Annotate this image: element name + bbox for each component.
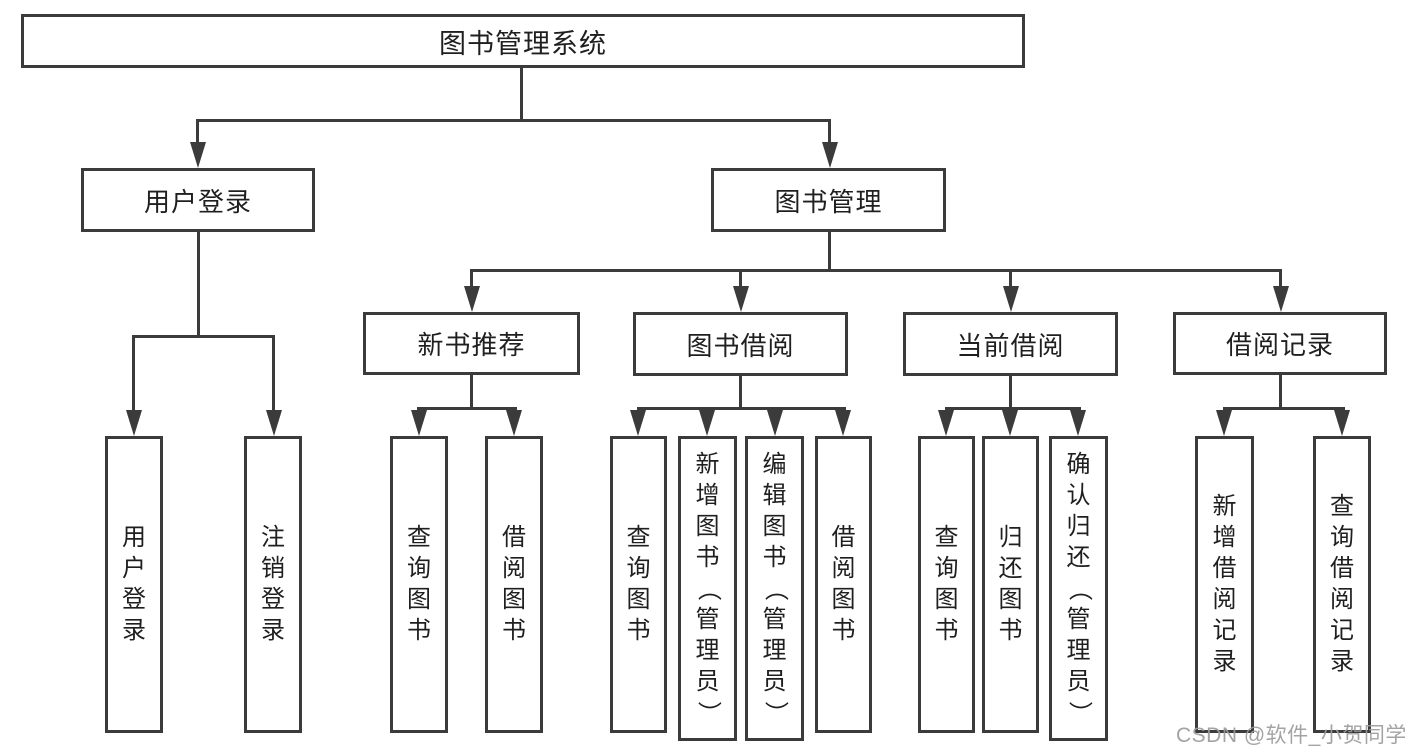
arrow-down-icon	[1334, 410, 1350, 436]
connector-line	[828, 119, 831, 145]
leaf-edit-book-admin: 编辑图书（管理员）	[745, 436, 804, 741]
leaf-query-borrow-record: 查询借阅记录	[1313, 436, 1371, 733]
node-borrow-records: 借阅记录	[1173, 312, 1387, 375]
connector-line	[197, 232, 200, 338]
node-book-management: 图书管理	[711, 168, 946, 232]
leaf-query-books-current: 查询图书	[918, 436, 975, 733]
arrow-down-icon	[126, 410, 142, 436]
connector-line	[1279, 269, 1282, 288]
node-library-system: 图书管理系统	[21, 14, 1025, 68]
connector-line	[470, 269, 473, 288]
connector-line	[637, 407, 846, 410]
connector-line	[739, 269, 742, 288]
arrow-down-icon	[1216, 410, 1232, 436]
connector-line	[470, 269, 1281, 272]
arrow-down-icon	[938, 410, 954, 436]
arrow-down-icon	[822, 142, 838, 168]
arrow-down-icon	[464, 286, 480, 312]
arrow-down-icon	[1070, 410, 1086, 436]
leaf-user-login: 用户登录	[105, 436, 163, 733]
arrow-down-icon	[767, 410, 783, 436]
arrow-down-icon	[835, 410, 851, 436]
arrow-down-icon	[266, 410, 282, 436]
connector-line	[417, 407, 517, 410]
leaf-query-books-recommend: 查询图书	[390, 436, 448, 733]
leaf-add-book-admin: 新增图书（管理员）	[678, 436, 737, 741]
leaf-borrow-books-recommend: 借阅图书	[485, 436, 543, 733]
arrow-down-icon	[1002, 410, 1018, 436]
arrow-down-icon	[699, 410, 715, 436]
node-current-borrow: 当前借阅	[903, 312, 1118, 376]
node-new-book-recommend: 新书推荐	[363, 312, 580, 375]
connector-line	[1223, 407, 1345, 410]
connector-line	[520, 68, 523, 120]
leaf-borrow-books-borrow: 借阅图书	[815, 436, 872, 733]
arrow-down-icon	[733, 286, 749, 312]
connector-line	[739, 375, 742, 410]
leaf-logout: 注销登录	[244, 436, 302, 733]
leaf-confirm-return-admin: 确认归还（管理员）	[1049, 436, 1108, 741]
connector-line	[470, 375, 473, 410]
node-book-borrow: 图书借阅	[633, 312, 848, 376]
connector-line	[132, 335, 275, 338]
arrow-down-icon	[411, 410, 427, 436]
arrow-down-icon	[630, 410, 646, 436]
connector-line	[1279, 375, 1282, 410]
connector-line	[196, 119, 199, 145]
connector-line	[1009, 269, 1012, 288]
arrow-down-icon	[506, 410, 522, 436]
leaf-query-books-borrow: 查询图书	[610, 436, 667, 733]
connector-line	[197, 119, 831, 122]
leaf-return-book: 归还图书	[982, 436, 1039, 733]
connector-line	[828, 232, 831, 272]
arrow-down-icon	[190, 142, 206, 168]
watermark: CSDN @软件_小贺同学	[1176, 724, 1405, 747]
connector-line	[945, 407, 1081, 410]
node-user-login: 用户登录	[81, 168, 315, 232]
leaf-add-borrow-record: 新增借阅记录	[1195, 436, 1254, 733]
connector-line	[272, 335, 275, 413]
connector-line	[1009, 375, 1012, 410]
connector-line	[132, 335, 135, 413]
arrow-down-icon	[1273, 286, 1289, 312]
arrow-down-icon	[1003, 286, 1019, 312]
